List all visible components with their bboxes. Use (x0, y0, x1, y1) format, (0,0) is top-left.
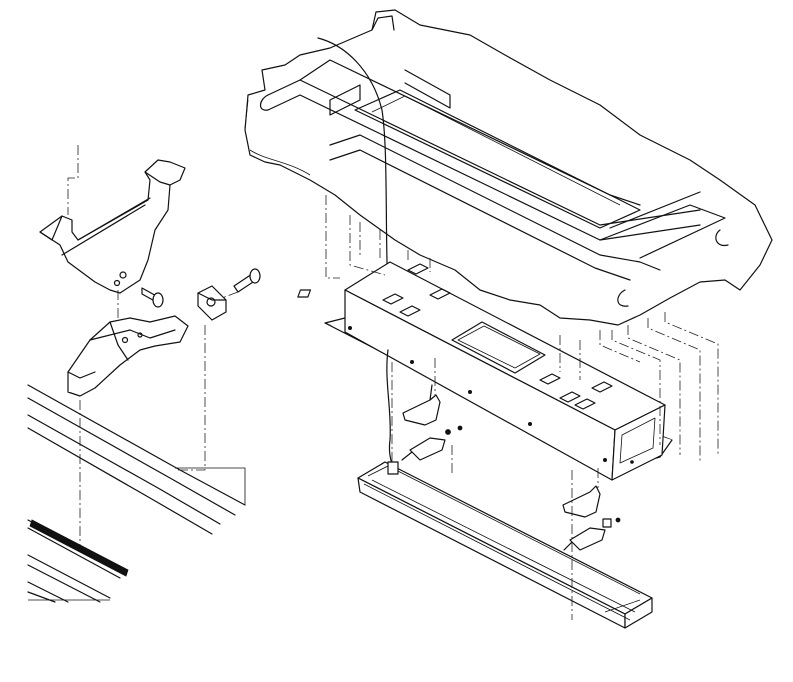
alignment-lines (67, 145, 719, 620)
mount-foot (67, 315, 189, 397)
vehicle-frame (244, 9, 773, 326)
hanger-bracket (39, 159, 186, 294)
rail-section (27, 384, 246, 603)
cage-nut (197, 285, 227, 321)
bolt (233, 268, 261, 293)
connector (387, 461, 399, 475)
mounting-clip (401, 384, 463, 461)
bolt (141, 287, 164, 308)
light-bar (357, 461, 653, 629)
housing-box (297, 261, 673, 481)
wire-harness (317, 37, 389, 301)
mounting-clip (562, 485, 621, 551)
